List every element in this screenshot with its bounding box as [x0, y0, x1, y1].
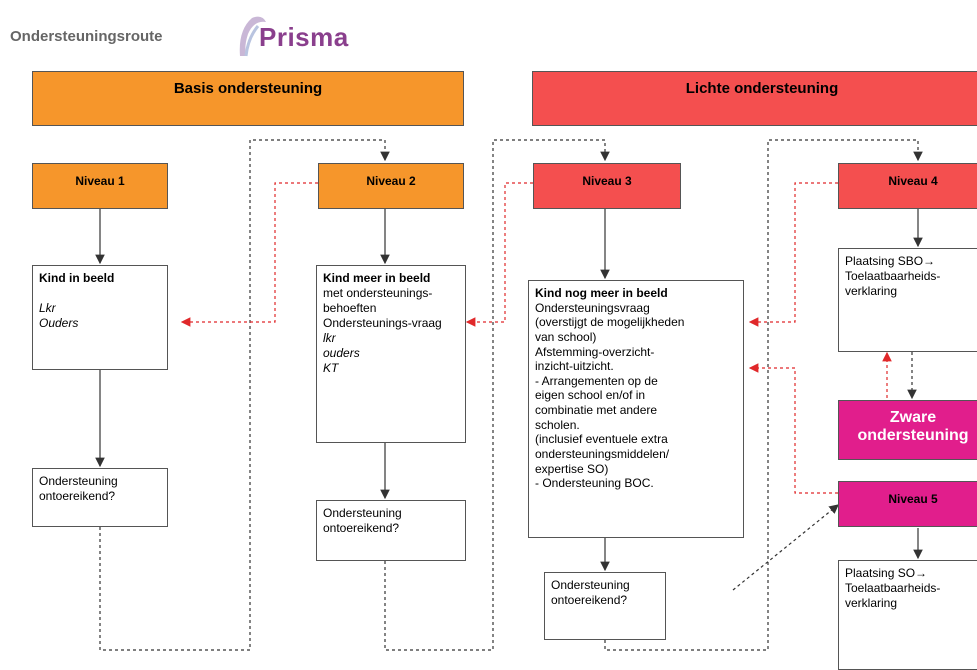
box3-line: (inclusief eventuele extra — [535, 432, 668, 447]
loop-to-niveau4 — [604, 139, 923, 651]
so-line2: Toelaatbaarheids- — [845, 581, 941, 595]
box3-line: van school) — [535, 329, 597, 344]
box3-line: inzicht-uitzicht. — [535, 359, 614, 374]
box3-line: expertise SO) — [535, 461, 609, 476]
box2-item-lkr: lkr — [323, 331, 336, 345]
level-niveau-2: Niveau 2 — [318, 163, 464, 209]
box3-line: - Arrangementen op de — [535, 373, 658, 388]
so-line1: Plaatsing SO→ — [845, 566, 928, 580]
box-plaatsing-so: Plaatsing SO→ Toelaatbaarheids- verklari… — [838, 560, 977, 670]
sbo-line3: verklaring — [845, 284, 898, 298]
insufficient-c-line1: Ondersteuning — [551, 578, 630, 592]
zware-line2: ondersteuning — [857, 427, 969, 445]
box3-line: - Ondersteuning BOC. — [535, 476, 654, 491]
loop-to-niveau3 — [384, 139, 610, 651]
level-niveau-2-label: Niveau 2 — [366, 174, 416, 188]
box-kind-nog-meer-in-beeld: Kind nog meer in beeld Ondersteuningsvra… — [528, 280, 744, 538]
insufficient-a-line1: Ondersteuning — [39, 474, 118, 488]
box1-item-ouders: Ouders — [39, 316, 79, 330]
banner-basis-label: Basis ondersteuning — [173, 80, 323, 97]
box2-description: met ondersteunings-behoeften Ondersteuni… — [323, 286, 442, 330]
box2-title: Kind meer in beeld — [323, 271, 431, 285]
insufficient-b-line2: ontoereikend? — [323, 521, 400, 535]
banner-lichte-label: Lichte ondersteuning — [685, 80, 839, 97]
loop-to-niveau2 — [99, 139, 390, 651]
page-title: Ondersteuningsroute — [10, 28, 163, 45]
so-line3: verklaring — [845, 596, 898, 610]
zware-line1: Zware — [889, 409, 937, 426]
insufficient-b-line1: Ondersteuning — [323, 506, 402, 520]
level-niveau-3-label: Niveau 3 — [582, 174, 632, 188]
box3-line: combinatie met andere — [535, 403, 658, 417]
prisma-logo: Prisma — [232, 12, 348, 60]
box1-title: Kind in beeld — [39, 271, 115, 285]
level-niveau-1-label: Niveau 1 — [75, 174, 125, 188]
level-niveau-4-label: Niveau 4 — [888, 174, 938, 188]
level-niveau-5-label: Niveau 5 — [888, 492, 938, 506]
arrow-to-niveau5 — [732, 504, 839, 591]
banner-basis-ondersteuning: Basis ondersteuning — [32, 71, 464, 126]
logo-swoosh-icon — [239, 16, 266, 57]
box-kind-in-beeld: Kind in beeld Lkr Ouders — [32, 265, 168, 370]
box3-line: (overstijgt de mogelijkheden — [535, 315, 685, 330]
box3-line: eigen school en/of in — [535, 388, 646, 403]
feedback-n5-to-box3 — [748, 363, 838, 494]
box2-item-kt: KT — [323, 361, 339, 375]
sbo-line1: Plaatsing SBO→ — [845, 254, 936, 268]
level-niveau-4: Niveau 4 — [838, 163, 977, 209]
box3-line: Ondersteuningsvraag — [535, 300, 650, 315]
feedback-n4-to-box3 — [748, 182, 838, 327]
level-niveau-5: Niveau 5 — [838, 481, 977, 527]
banner-lichte-ondersteuning: Lichte ondersteuning — [532, 71, 977, 126]
box2-item-ouders: ouders — [323, 346, 360, 360]
box-plaatsing-sbo: Plaatsing SBO→ Toelaatbaarheids- verklar… — [838, 248, 977, 352]
box-ondersteuning-ontoereikend-1: Ondersteuning ontoereikend? — [32, 468, 168, 527]
box3-line: ondersteuningsmiddelen/ — [535, 446, 670, 461]
box-ondersteuning-ontoereikend-3: Ondersteuning ontoereikend? — [544, 572, 666, 640]
feedback-n3-to-box2 — [465, 182, 533, 327]
box-ondersteuning-ontoereikend-2: Ondersteuning ontoereikend? — [316, 500, 466, 561]
logo-text: Prisma — [259, 22, 349, 52]
feedback-n2-to-box1 — [180, 182, 318, 327]
level-niveau-3: Niveau 3 — [533, 163, 681, 209]
level-niveau-1: Niveau 1 — [32, 163, 168, 209]
box-zware-ondersteuning: Zware ondersteuning — [838, 400, 977, 460]
box3-line: Afstemming-overzicht- — [535, 344, 655, 359]
insufficient-a-line2: ontoereikend? — [39, 489, 116, 503]
sbo-line2: Toelaatbaarheids- — [845, 269, 941, 283]
insufficient-c-line2: ontoereikend? — [551, 593, 628, 607]
box-kind-meer-in-beeld: Kind meer in beeld met ondersteunings-be… — [316, 265, 466, 443]
box3-line: scholen. — [535, 417, 580, 432]
box1-item-lkr: Lkr — [39, 301, 56, 315]
box3-title: Kind nog meer in beeld — [535, 286, 668, 300]
